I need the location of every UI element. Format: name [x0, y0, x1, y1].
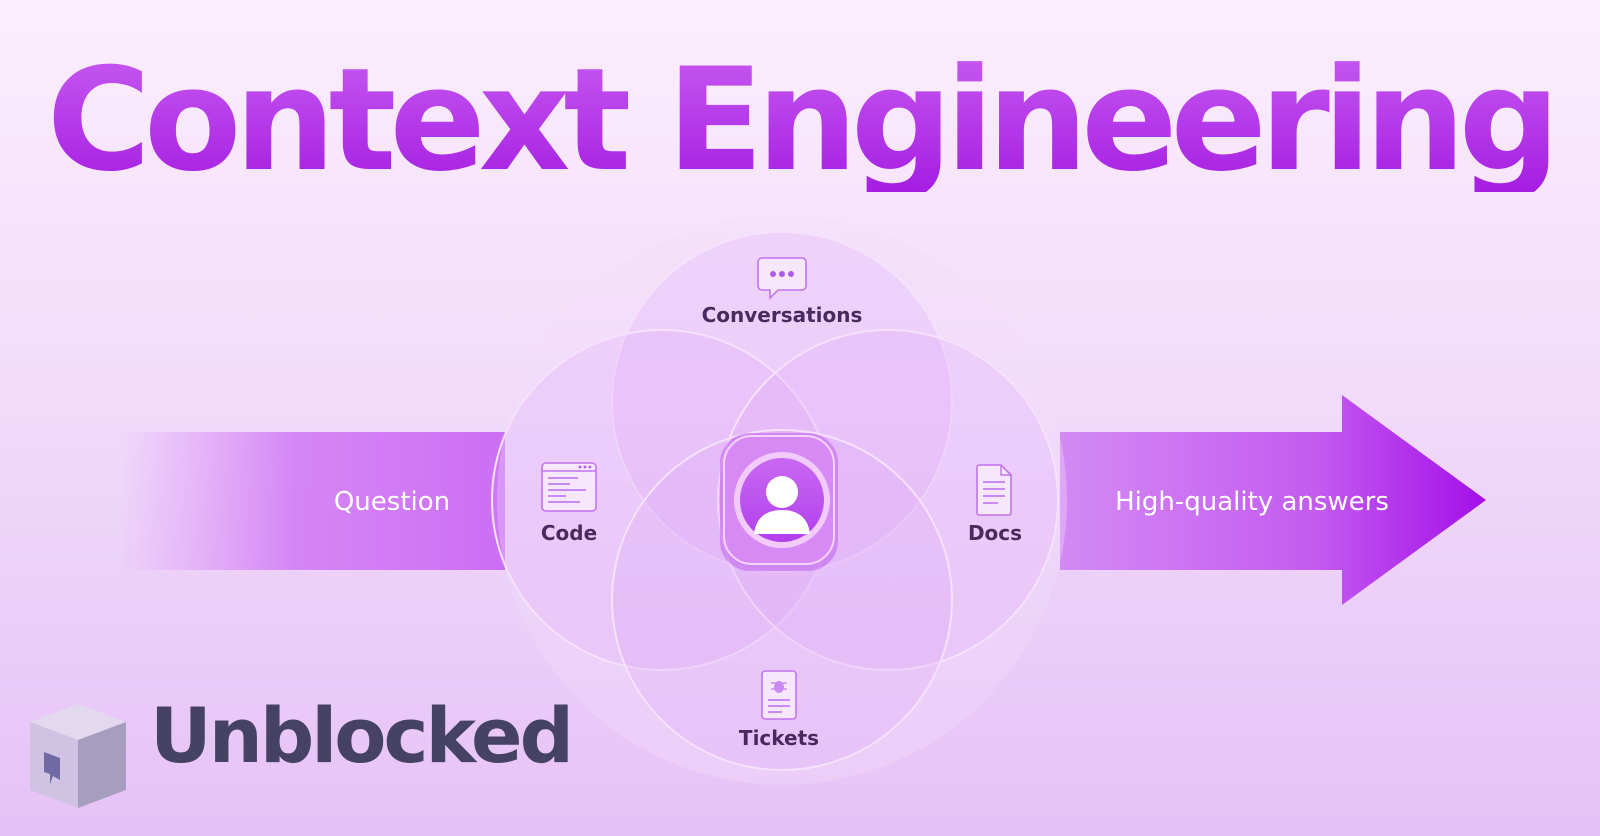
- label-code: Code: [541, 521, 597, 545]
- ticket-bug-icon: [761, 670, 797, 720]
- output-label: High-quality answers: [1115, 487, 1389, 517]
- input-label: Question: [334, 487, 450, 517]
- circle-conversations: [611, 231, 953, 573]
- label-conversations: Conversations: [702, 303, 863, 327]
- answers-arrow: [1060, 395, 1486, 605]
- label-docs: Docs: [968, 521, 1022, 545]
- chat-bubble-icon: [757, 257, 807, 300]
- brand-name: Unblocked: [150, 691, 574, 780]
- cube-logo-icon: [30, 704, 126, 808]
- code-window-icon: [541, 462, 597, 512]
- center-avatar-tile: [720, 433, 838, 571]
- circle-docs: [717, 329, 1059, 671]
- document-icon: [976, 464, 1012, 516]
- question-band: [120, 432, 505, 570]
- label-tickets: Tickets: [739, 726, 819, 750]
- venn: [491, 231, 1059, 771]
- circle-tickets: [611, 429, 953, 771]
- user-avatar-icon: [734, 452, 830, 548]
- page-title: Context Engineering: [0, 50, 1600, 192]
